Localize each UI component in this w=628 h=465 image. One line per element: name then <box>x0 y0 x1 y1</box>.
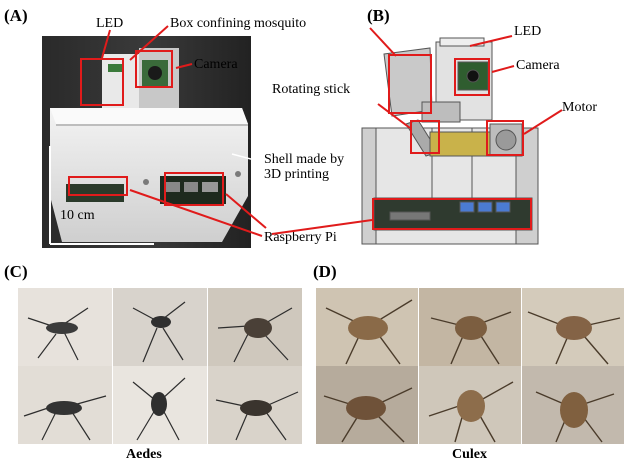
raspberry-arrow-right <box>225 193 267 229</box>
a-shell-label-line1: Shell made by <box>264 152 345 167</box>
aedes-tile-2 <box>113 288 207 366</box>
aedes-tile-4 <box>18 366 112 444</box>
camera-highlight-box <box>135 50 173 88</box>
culex-tile-1 <box>316 288 418 366</box>
panel-label-a: (A) <box>4 6 28 25</box>
b-led-label: LED <box>514 24 542 39</box>
aedes-image-grid <box>18 288 302 444</box>
a-led-label: LED <box>96 16 124 31</box>
scale-bar-label: 10 cm <box>60 208 95 223</box>
culex-caption: Culex <box>452 447 487 462</box>
panel-b-arrows <box>271 27 563 235</box>
panel-label-b: (B) <box>367 6 390 25</box>
b-raspberry-arrow <box>271 219 373 235</box>
shell-arrow <box>231 153 263 163</box>
panel-label-c: (C) <box>4 262 28 281</box>
b-led-highlight-box <box>388 54 432 114</box>
aedes-tile-3 <box>208 288 302 366</box>
led-highlight-box <box>80 58 124 106</box>
raspberry-highlight-left <box>68 176 128 196</box>
culex-tile-4 <box>316 366 418 444</box>
b-motor-arrow <box>523 109 563 135</box>
b-camera-label: Camera <box>516 58 560 73</box>
camera-arrow <box>175 63 193 69</box>
device-cad-drawing <box>361 37 539 245</box>
led-arrow <box>101 29 111 59</box>
raspberry-highlight-right <box>164 172 224 206</box>
b-led-arrow-left <box>369 27 397 57</box>
b-rotating-label: Rotating stick <box>272 82 351 97</box>
b-rotating-arrow <box>377 103 411 129</box>
culex-tile-2 <box>419 288 521 366</box>
aedes-caption: Aedes <box>126 447 162 462</box>
culex-image-grid <box>316 288 624 444</box>
b-led-arrow <box>469 35 513 47</box>
a-box-label: Box confining mosquito <box>170 16 307 31</box>
b-raspberry-highlight-box <box>372 198 532 230</box>
panel-label-d: (D) <box>313 262 337 281</box>
b-camera-arrow <box>491 65 515 73</box>
aedes-tile-5 <box>113 366 207 444</box>
culex-tile-5 <box>419 366 521 444</box>
b-rotating-highlight-box <box>410 120 440 154</box>
aedes-tile-1 <box>18 288 112 366</box>
a-shell-label-line2: 3D printing <box>264 167 329 182</box>
raspberry-arrow-left <box>129 189 263 237</box>
culex-tile-6 <box>522 366 624 444</box>
b-motor-highlight-box <box>486 120 524 156</box>
device-photo-drawing <box>42 36 251 248</box>
box-arrow <box>129 25 169 61</box>
culex-tile-3 <box>522 288 624 366</box>
b-motor-label: Motor <box>562 100 597 115</box>
a-camera-label: Camera <box>194 57 238 72</box>
panel-a-arrows <box>101 25 267 237</box>
aedes-tile-6 <box>208 366 302 444</box>
device-photo: 10 cm <box>42 36 251 248</box>
a-raspberry-label: Raspberry Pi <box>264 230 337 245</box>
b-camera-highlight-box <box>454 58 490 96</box>
